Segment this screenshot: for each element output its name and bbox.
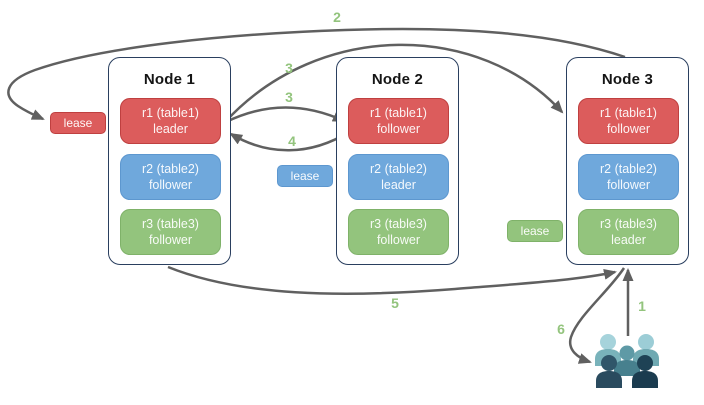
replica-name: r1 (table1)	[370, 105, 427, 120]
step-label-6: 6	[557, 321, 565, 337]
node1-replica-r3: r3 (table3) follower	[120, 209, 221, 255]
replica-role: leader	[381, 178, 416, 192]
node-2-box: Node 2 r1 (table1) follower r2 (table2) …	[336, 57, 459, 265]
node3-replica-r1: r1 (table1) follower	[578, 98, 679, 144]
lease-badge-r3: lease	[507, 220, 563, 242]
lease-badge-r2: lease	[277, 165, 333, 187]
node-1-title: Node 1	[143, 71, 196, 88]
replica-name: r1 (table1)	[142, 105, 199, 120]
lease-badge-r1: lease	[50, 112, 106, 134]
lease-label: lease	[63, 116, 93, 130]
replica-role: follower	[376, 233, 421, 247]
users-group-icon	[595, 334, 659, 388]
node2-replica-r2: r2 (table2) leader	[348, 154, 449, 200]
node-1-box: Node 1 r1 (table1) leader r2 (table2) fo…	[108, 57, 231, 265]
node3-replica-r3: r3 (table3) leader	[578, 209, 679, 255]
replica-name: r2 (table2)	[370, 161, 427, 176]
node-3-title: Node 3	[601, 71, 654, 88]
step-label-4: 4	[288, 133, 296, 149]
replica-name: r3 (table3)	[600, 216, 657, 231]
replica-role: leader	[611, 233, 646, 247]
replica-role: follower	[606, 122, 651, 136]
node-2-title: Node 2	[371, 71, 424, 88]
node1-replica-r1: r1 (table1) leader	[120, 98, 221, 144]
step-label-3-top: 3	[285, 60, 293, 76]
replica-name: r3 (table3)	[370, 216, 427, 231]
replica-role: leader	[153, 122, 188, 136]
node3-replica-r2: r2 (table2) follower	[578, 154, 679, 200]
lease-label: lease	[520, 224, 550, 238]
arrow-step-3-to-node2	[225, 106, 346, 124]
node2-replica-r3: r3 (table3) follower	[348, 209, 449, 255]
arrow-step-2	[7, 27, 626, 121]
replica-role: follower	[376, 122, 421, 136]
lease-label: lease	[290, 169, 320, 183]
arrow-step-5	[167, 265, 617, 295]
step-label-1: 1	[638, 298, 646, 314]
replica-role: follower	[148, 233, 193, 247]
node2-replica-r1: r1 (table1) follower	[348, 98, 449, 144]
node-3-box: Node 3 r1 (table1) follower r2 (table2) …	[566, 57, 689, 265]
step-label-2: 2	[333, 9, 341, 25]
replica-role: follower	[148, 178, 193, 192]
replica-name: r1 (table1)	[600, 105, 657, 120]
replica-name: r3 (table3)	[142, 216, 199, 231]
step-label-5: 5	[391, 295, 399, 311]
node1-replica-r2: r2 (table2) follower	[120, 154, 221, 200]
replica-name: r2 (table2)	[600, 161, 657, 176]
replica-role: follower	[606, 178, 651, 192]
replica-name: r2 (table2)	[142, 161, 199, 176]
step-label-3-mid: 3	[285, 89, 293, 105]
